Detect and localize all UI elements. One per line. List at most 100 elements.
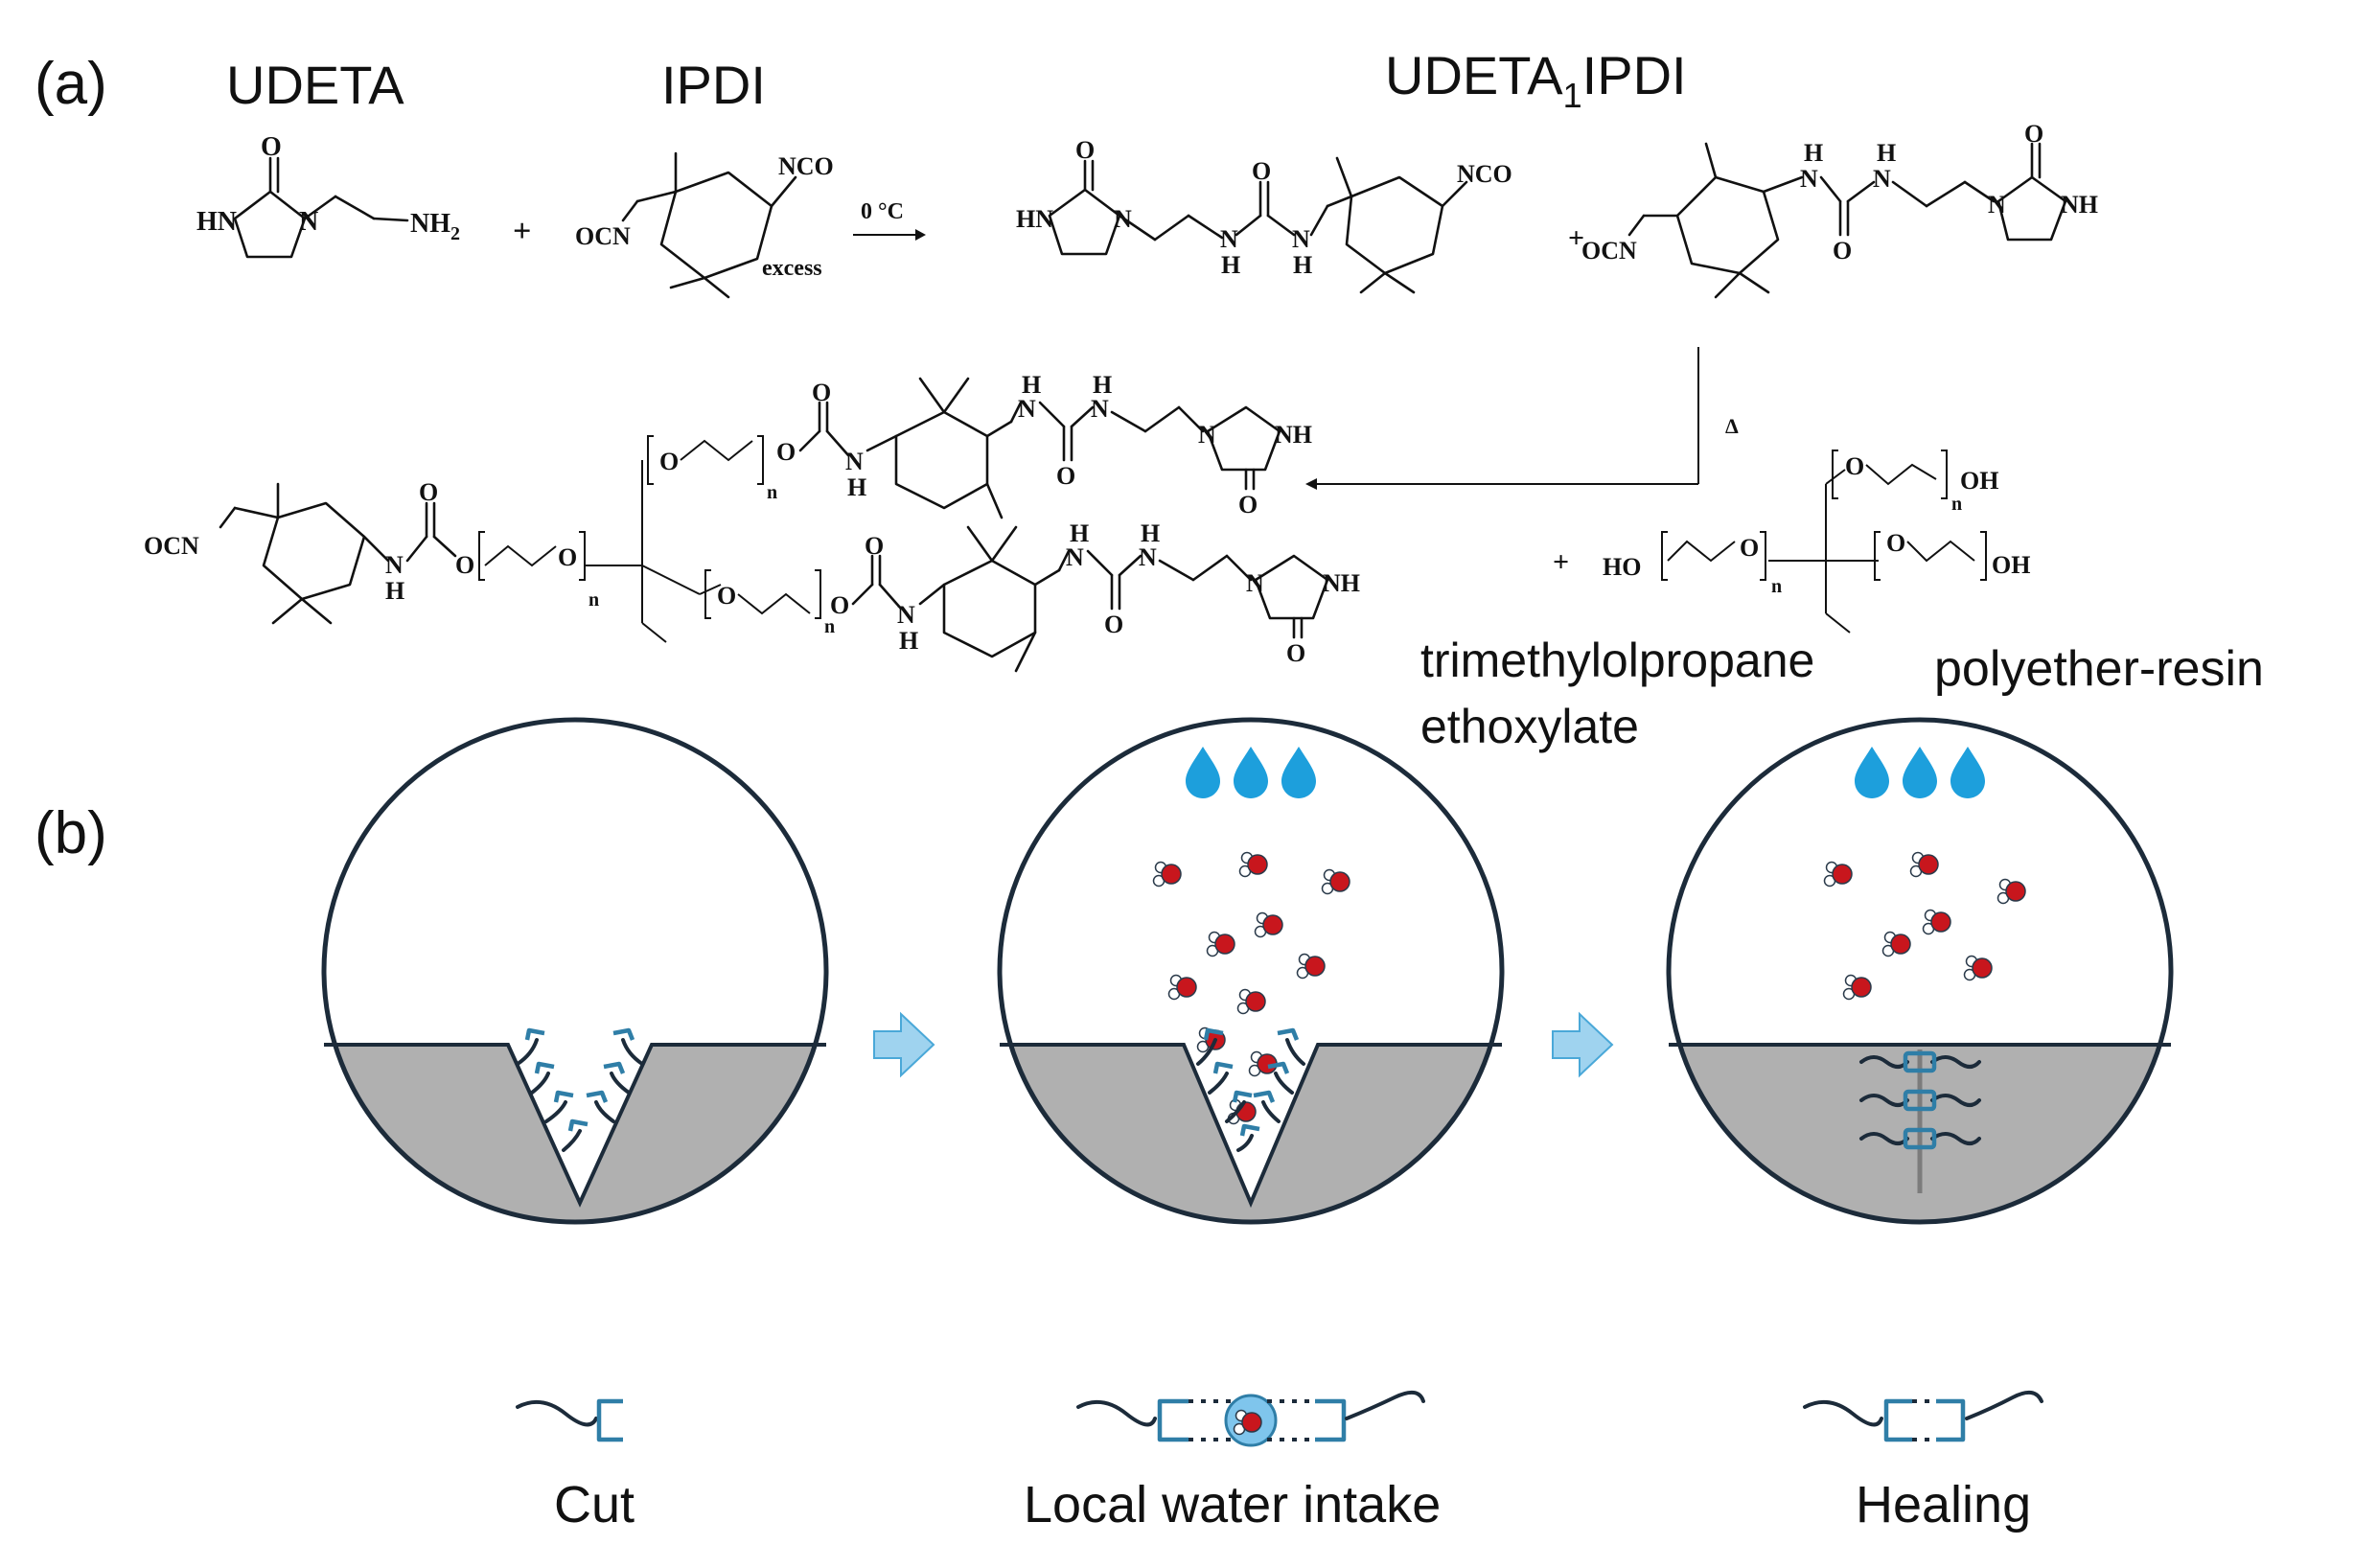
- plus-1: +: [513, 214, 531, 249]
- resin-o2: O: [455, 551, 474, 579]
- resin-structure: OCN N H O O O n O n O O N H: [144, 371, 1360, 673]
- drops-stage-2: [1186, 747, 1316, 798]
- droplet-icon: [1903, 747, 1937, 798]
- plus-2: +: [1568, 222, 1584, 254]
- p1-hn: HN: [1016, 205, 1053, 233]
- healed-junctions: [1859, 1050, 1981, 1150]
- water-molecule-icon: [1823, 861, 1853, 888]
- water-molecule-icon: [1963, 955, 1993, 981]
- water-molecule-icon: [1236, 988, 1266, 1015]
- p1-n3: N: [1292, 225, 1310, 253]
- resin-o5: O: [776, 438, 796, 466]
- ipdi-structure: NCO OCN excess: [575, 151, 834, 299]
- p2-o1: O: [1833, 237, 1852, 265]
- resin-h6: H: [1070, 519, 1089, 547]
- water-molecule-icon: [1238, 851, 1268, 878]
- water-molecule-icon: [1881, 931, 1911, 957]
- udeta-nh2: NH2: [410, 209, 460, 244]
- product-label: UDETA1IPDI: [1385, 45, 1687, 115]
- resin-o1: O: [419, 478, 438, 506]
- resin-h5: H: [899, 627, 918, 655]
- tmpe-n2: n: [1951, 494, 1962, 515]
- arrow-right-icon: [1552, 1013, 1613, 1076]
- tmpe-n1: n: [1771, 576, 1782, 597]
- resin-n-sub2: n: [767, 482, 777, 503]
- tmpe-oh2: OH: [1992, 551, 2030, 579]
- cut-chain-ends-left: [516, 1027, 588, 1152]
- resin-h4: H: [1093, 371, 1112, 399]
- resin-o9: O: [717, 582, 736, 610]
- water-molecule-icon: [1167, 974, 1197, 1001]
- drops-stage-3: [1855, 747, 1985, 798]
- udeta-hn: HN: [196, 207, 237, 237]
- ipdi-ocn: OCN: [575, 222, 631, 250]
- heat-label: Δ: [1725, 414, 1739, 438]
- product-structure-2: H N O H N N O NH OCN: [1581, 120, 2098, 299]
- droplet-icon: [1950, 747, 1985, 798]
- tmpe-oh1: OH: [1960, 467, 1998, 495]
- resin-o4: O: [659, 448, 679, 475]
- p2-ocn: OCN: [1581, 237, 1637, 265]
- p2-h2: H: [1877, 139, 1896, 167]
- droplet-icon: [1234, 747, 1268, 798]
- resin-o8: O: [1238, 491, 1258, 519]
- p1-nco: NCO: [1457, 160, 1512, 188]
- resin-n1: N: [385, 551, 404, 579]
- p2-h1: H: [1804, 139, 1823, 167]
- p1-o1: O: [1075, 136, 1095, 164]
- reagent-label-1: trimethylolpropane: [1420, 634, 1814, 687]
- resin-label: polyether-resin: [1934, 641, 2264, 697]
- water-chain-ends: [1196, 1027, 1305, 1152]
- panel-a-label: (a): [35, 51, 107, 117]
- tmpe-structure: + HO O n O n OH O OH: [1553, 450, 2030, 634]
- resin-h2: H: [847, 473, 866, 501]
- resin-n3: N: [1018, 395, 1036, 423]
- resin-n6: N: [897, 601, 915, 629]
- p1-n: N: [1114, 205, 1132, 233]
- resin-o13: O: [1286, 639, 1305, 667]
- water-molecule-icon: [1152, 861, 1182, 888]
- resin-o7: O: [1056, 462, 1075, 490]
- panel-b-label: (b): [35, 800, 107, 866]
- water-molecule-icon: [1206, 931, 1235, 957]
- resin-n2: N: [845, 448, 864, 475]
- resin-ocn: OCN: [144, 532, 199, 560]
- tmpe-o3: O: [1886, 529, 1905, 557]
- udeta-o: O: [261, 132, 282, 162]
- udeta-n: N: [299, 207, 318, 237]
- water-molecule-icon: [1909, 851, 1939, 878]
- resin-o10: O: [830, 591, 849, 619]
- resin-n-sub3: n: [824, 616, 835, 637]
- resin-o12: O: [1104, 611, 1123, 638]
- droplet-icon: [1281, 747, 1316, 798]
- ipdi-nco: NCO: [778, 152, 834, 180]
- resin-nh1: NH: [1275, 421, 1312, 449]
- water-molecule-icon: [1296, 953, 1326, 980]
- water-molecule-icon: [1321, 868, 1350, 895]
- plus-3: +: [1553, 546, 1569, 578]
- stage-healing-label: Healing: [1856, 1476, 2031, 1533]
- p2-o2: O: [2024, 120, 2043, 148]
- water-molecule-icon: [1996, 878, 2026, 905]
- water-molecule-icon: [1922, 909, 1951, 935]
- p1-o2: O: [1252, 157, 1271, 185]
- resin-n5: N: [1198, 421, 1216, 449]
- resin-o3: O: [558, 543, 577, 571]
- p2-n2: N: [1873, 165, 1891, 193]
- droplet-icon: [1855, 747, 1889, 798]
- resin-n9: N: [1246, 569, 1264, 597]
- tmpe-o1: O: [1740, 534, 1759, 562]
- legend-healing: [1803, 1390, 2043, 1442]
- udeta-structure: O HN N NH2: [196, 132, 460, 259]
- resin-h1: H: [385, 577, 404, 605]
- p2-n3: N: [1988, 191, 2006, 219]
- resin-n7: N: [1066, 543, 1084, 571]
- water-molecule-icon: [1842, 974, 1872, 1001]
- resin-n8: N: [1139, 543, 1157, 571]
- resin-n-sub1: n: [588, 589, 599, 611]
- resin-nh2: NH: [1323, 569, 1360, 597]
- p2-n1: N: [1800, 165, 1818, 193]
- resin-h7: H: [1141, 519, 1160, 547]
- product-structure-1: O HN N N H O N H NCO: [1016, 136, 1512, 294]
